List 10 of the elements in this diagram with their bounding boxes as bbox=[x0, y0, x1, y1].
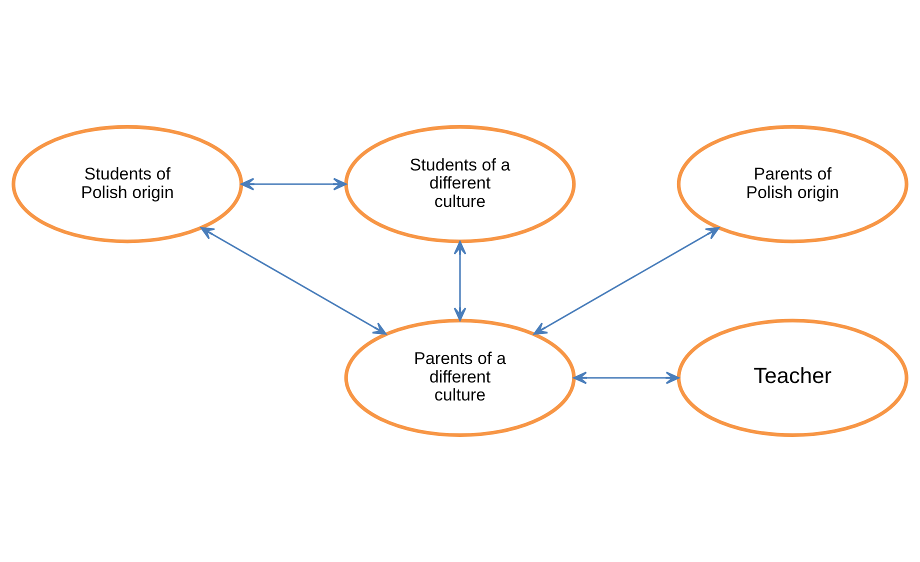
node-ellipse: Students of a different culture bbox=[344, 125, 576, 244]
node-ellipse: Teacher bbox=[676, 318, 908, 437]
arrow bbox=[454, 240, 466, 322]
arrow bbox=[533, 227, 720, 335]
arrow bbox=[240, 178, 347, 190]
node-ellipse: Parents of a different culture bbox=[344, 318, 576, 437]
arrow bbox=[573, 372, 680, 384]
node-ellipse: Parents of Polish origin bbox=[676, 125, 908, 244]
node-ellipse: Students of Polish origin bbox=[12, 125, 244, 244]
arrow bbox=[200, 227, 387, 335]
